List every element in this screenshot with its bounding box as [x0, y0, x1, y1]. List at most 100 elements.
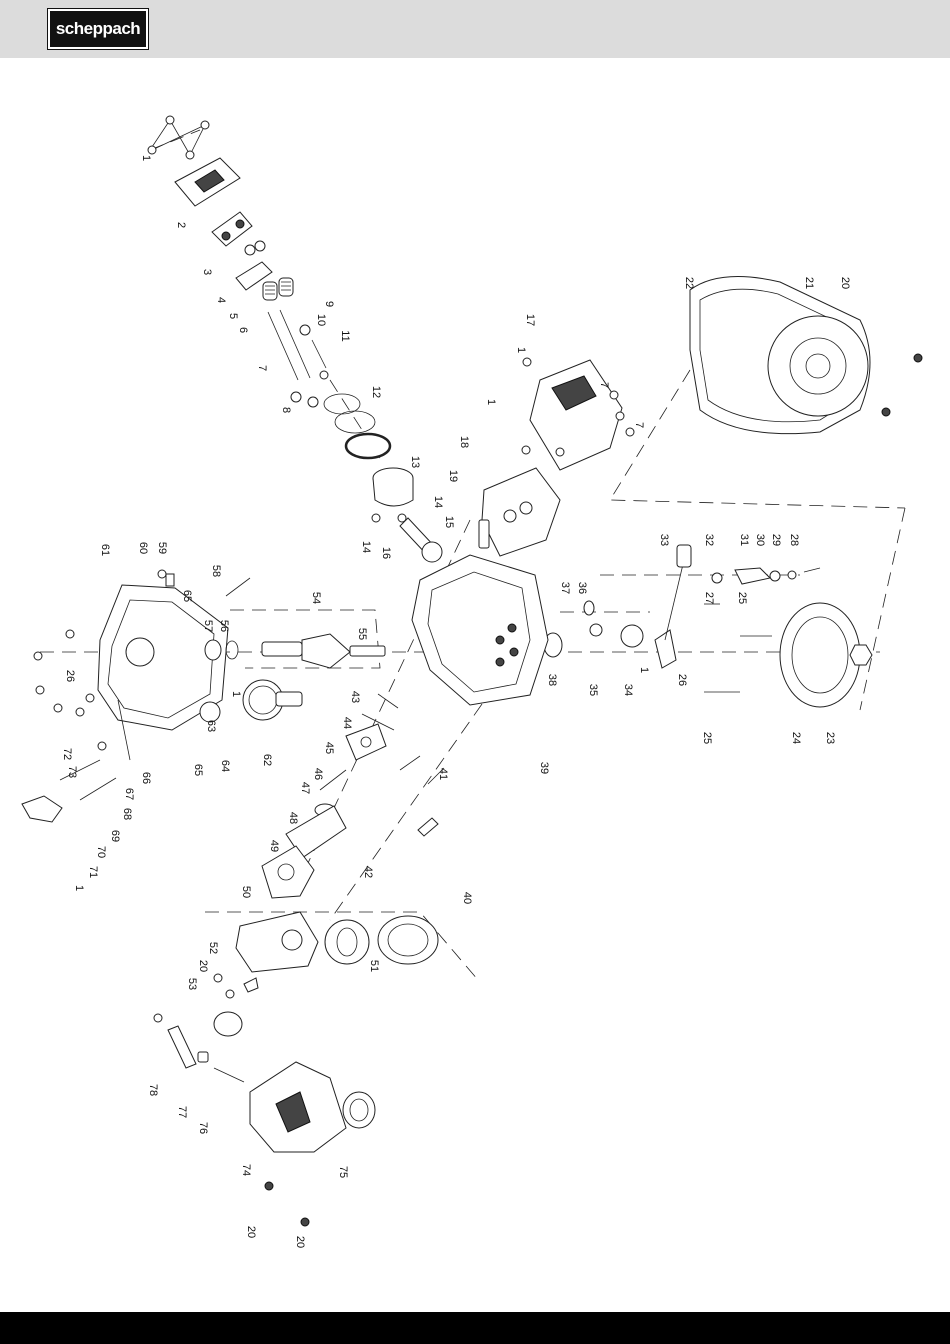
part-label-60: 60 [137, 542, 149, 554]
part-label-68: 68 [121, 808, 133, 820]
part-label-47: 47 [299, 782, 311, 794]
part-label-52: 52 [207, 942, 219, 954]
part-label-43: 43 [349, 691, 361, 703]
part-label-3: 3 [201, 269, 213, 275]
fuel-valve-parts [214, 974, 258, 1036]
part-label-20: 20 [197, 960, 209, 972]
part-label-6: 6 [237, 327, 249, 333]
valve-springs [263, 278, 293, 300]
part-label-73: 73 [66, 766, 78, 778]
part-label-20: 20 [839, 277, 851, 289]
part-label-40: 40 [461, 892, 473, 904]
part-label-24: 24 [790, 732, 802, 744]
part-label-55: 55 [356, 628, 368, 640]
part-label-61: 61 [99, 544, 111, 556]
part-label-25: 25 [736, 592, 748, 604]
fuel-tank [250, 1062, 346, 1152]
part-label-26: 26 [676, 674, 688, 686]
intake-manifold [315, 724, 386, 816]
part-label-7: 7 [633, 422, 645, 428]
part-label-20: 20 [245, 1226, 257, 1238]
part-label-27: 27 [703, 592, 715, 604]
part-label-59: 59 [156, 542, 168, 554]
part-label-11: 11 [339, 330, 351, 341]
part-label-28: 28 [788, 534, 800, 546]
part-label-12: 12 [370, 386, 382, 398]
part-label-76: 76 [197, 1122, 209, 1134]
valve-cover-bolts [148, 116, 209, 159]
muffler-cover [523, 358, 634, 470]
part-label-25: 25 [701, 732, 713, 744]
part-label-14: 14 [360, 541, 372, 553]
part-label-8: 8 [280, 407, 292, 413]
part-label-54: 54 [310, 592, 322, 604]
part-label-62: 62 [261, 754, 273, 766]
part-label-51: 51 [368, 960, 380, 972]
part-label-39: 39 [538, 762, 550, 774]
part-label-2: 2 [175, 222, 187, 228]
fuel-cap [343, 1092, 375, 1128]
valves [291, 340, 328, 407]
part-label-22: 22 [683, 277, 695, 289]
part-label-46: 46 [312, 768, 324, 780]
part-label-42: 42 [362, 866, 374, 878]
push-rods [268, 310, 310, 380]
piston [373, 468, 413, 506]
part-label-33: 33 [658, 534, 670, 546]
part-label-56: 56 [218, 620, 230, 632]
part-label-37: 37 [559, 582, 571, 594]
part-label-78: 78 [147, 1084, 159, 1096]
part-label-35: 35 [587, 684, 599, 696]
part-label-70: 70 [95, 846, 107, 858]
valve-cover [175, 158, 240, 206]
assembly-guide-lines [40, 130, 905, 980]
piston-rings [324, 394, 390, 458]
part-label-65: 65 [181, 590, 193, 602]
rocker-arm-assembly [212, 212, 252, 246]
part-label-63: 63 [205, 720, 217, 732]
part-label-17: 17 [524, 314, 536, 326]
part-label-5: 5 [227, 313, 239, 319]
part-label-1: 1 [485, 399, 497, 405]
part-label-66: 66 [140, 772, 152, 784]
part-label-50: 50 [240, 886, 252, 898]
part-label-19: 19 [447, 470, 459, 482]
page-header: scheppach [0, 0, 950, 58]
part-label-67: 67 [123, 788, 135, 800]
part-label-18: 18 [458, 436, 470, 448]
part-label-64: 64 [219, 760, 231, 772]
part-label-29: 29 [770, 534, 782, 546]
air-filter-housing [236, 912, 318, 972]
part-label-4: 4 [215, 297, 227, 303]
part-label-49: 49 [268, 840, 280, 852]
part-label-7: 7 [256, 365, 268, 371]
part-label-15: 15 [443, 516, 455, 528]
oil-seal-parts [544, 601, 643, 657]
part-label-34: 34 [622, 684, 634, 696]
part-label-53: 53 [186, 978, 198, 990]
tank-nuts [265, 1182, 309, 1226]
part-label-1: 1 [515, 347, 527, 353]
part-label-30: 30 [754, 534, 766, 546]
part-label-74: 74 [240, 1164, 252, 1176]
part-label-38: 38 [546, 674, 558, 686]
part-label-48: 48 [287, 812, 299, 824]
part-label-58: 58 [210, 565, 222, 577]
part-label-20: 20 [294, 1236, 306, 1248]
part-label-1: 1 [638, 667, 650, 673]
part-label-36: 36 [576, 582, 588, 594]
part-label-7: 7 [598, 382, 610, 388]
part-label-72: 72 [61, 748, 73, 760]
part-label-77: 77 [176, 1106, 188, 1118]
part-label-14: 14 [432, 496, 444, 508]
part-label-65: 65 [192, 764, 204, 776]
part-label-13: 13 [409, 456, 421, 468]
part-label-16: 16 [380, 547, 392, 559]
part-label-26: 26 [64, 670, 76, 682]
part-label-45: 45 [323, 742, 335, 754]
muffler [482, 446, 564, 556]
exploded-parts-diagram: 1234567891011121314141516171771181922212… [0, 58, 950, 1312]
part-label-44: 44 [341, 717, 353, 729]
part-label-1: 1 [73, 885, 85, 891]
part-label-1: 1 [230, 691, 242, 697]
